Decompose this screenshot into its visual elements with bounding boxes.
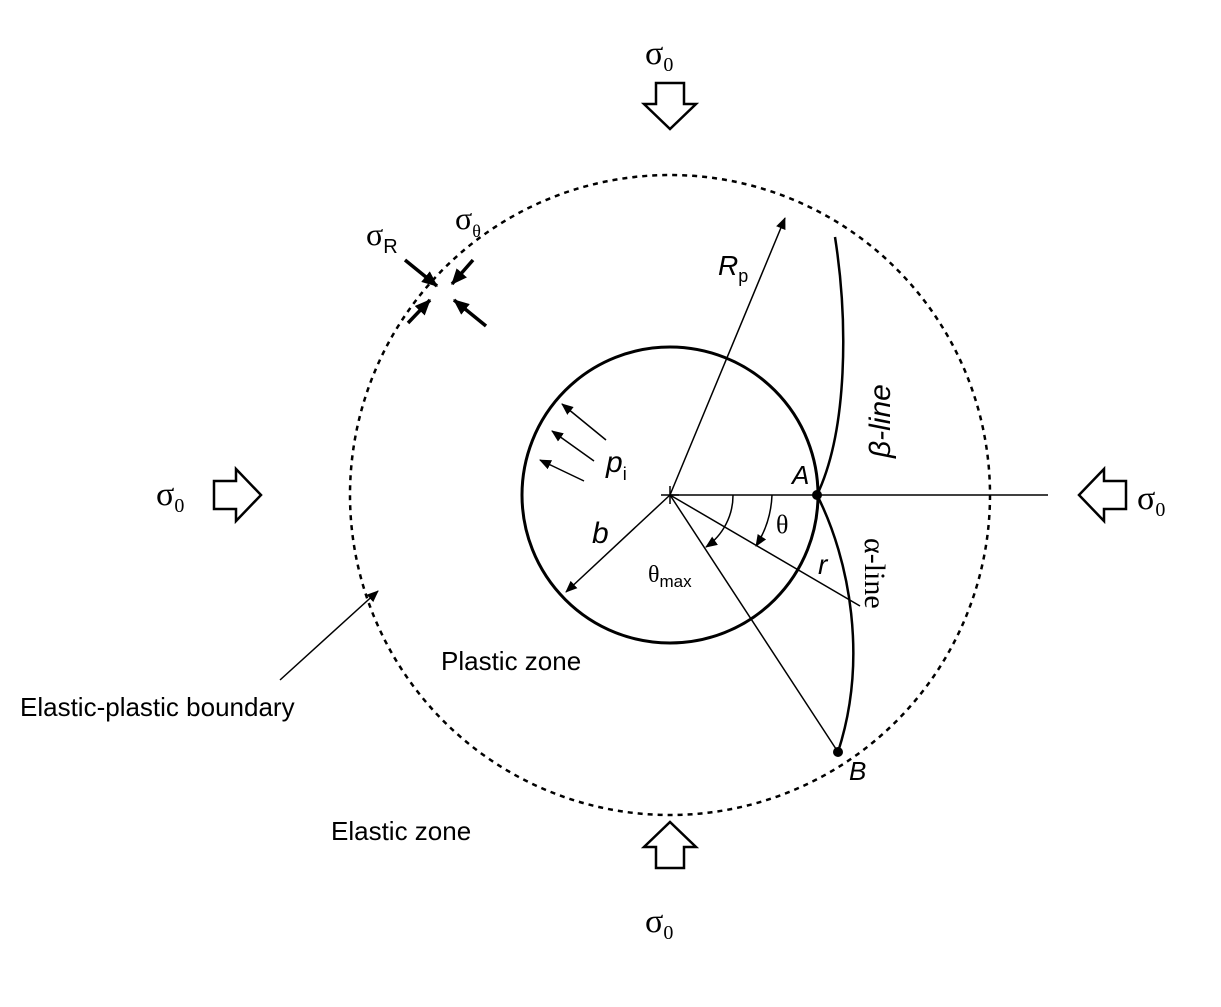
plastic-zone-label: Plastic zone — [441, 646, 581, 676]
sigma0-right-label: σ0 — [1137, 480, 1165, 521]
sigma0-left-block-arrow — [212, 465, 263, 525]
theta-arc — [755, 494, 773, 547]
sigma-r-arrow-inner — [452, 298, 488, 328]
sigma-r-label: σR — [366, 216, 398, 258]
sigma0-left-label: σ0 — [156, 476, 184, 517]
point-b-label: B — [849, 756, 866, 786]
r-label: r — [818, 549, 829, 580]
point-a-label: A — [790, 460, 809, 490]
pi-arrow-1 — [561, 403, 607, 441]
theta-max-arc — [705, 494, 734, 548]
pi-label: pi — [605, 446, 627, 484]
alpha-line-curve — [815, 494, 855, 753]
sigma0-top-label: σ0 — [645, 35, 673, 76]
center-to-b-line — [669, 494, 839, 753]
boundary-pointer-arrow — [279, 590, 379, 681]
rp-label: Rp — [718, 250, 748, 286]
rp-radius-arrow — [669, 217, 786, 496]
point-b — [833, 747, 843, 757]
elastic-zone-label: Elastic zone — [331, 816, 471, 846]
beta-line-label: β-line — [864, 384, 897, 459]
point-a — [812, 490, 822, 500]
sigma-theta-arrow-outer — [450, 258, 475, 286]
sigma0-bottom-block-arrow — [640, 820, 700, 870]
b-label: b — [592, 517, 609, 550]
sigma0-top-block-arrow — [640, 81, 700, 131]
sigma0-bottom-label: σ0 — [645, 903, 673, 944]
sigma-theta-arrow-inner — [406, 298, 432, 325]
theta-max-label: θmax — [648, 562, 692, 591]
pi-arrow-3 — [539, 459, 585, 482]
sigma-r-arrow-outer — [403, 258, 439, 288]
theta-label: θ — [776, 510, 788, 539]
sigma0-right-block-arrow — [1077, 465, 1128, 525]
elastic-plastic-boundary-label: Elastic-plastic boundary — [20, 692, 295, 722]
b-radius-arrow — [565, 494, 671, 593]
beta-line-curve — [815, 236, 845, 496]
pi-arrow-2 — [551, 430, 595, 462]
sigma-theta-label: σθ — [455, 200, 481, 241]
r-line — [669, 494, 861, 607]
alpha-line-label: α-line — [858, 538, 891, 609]
